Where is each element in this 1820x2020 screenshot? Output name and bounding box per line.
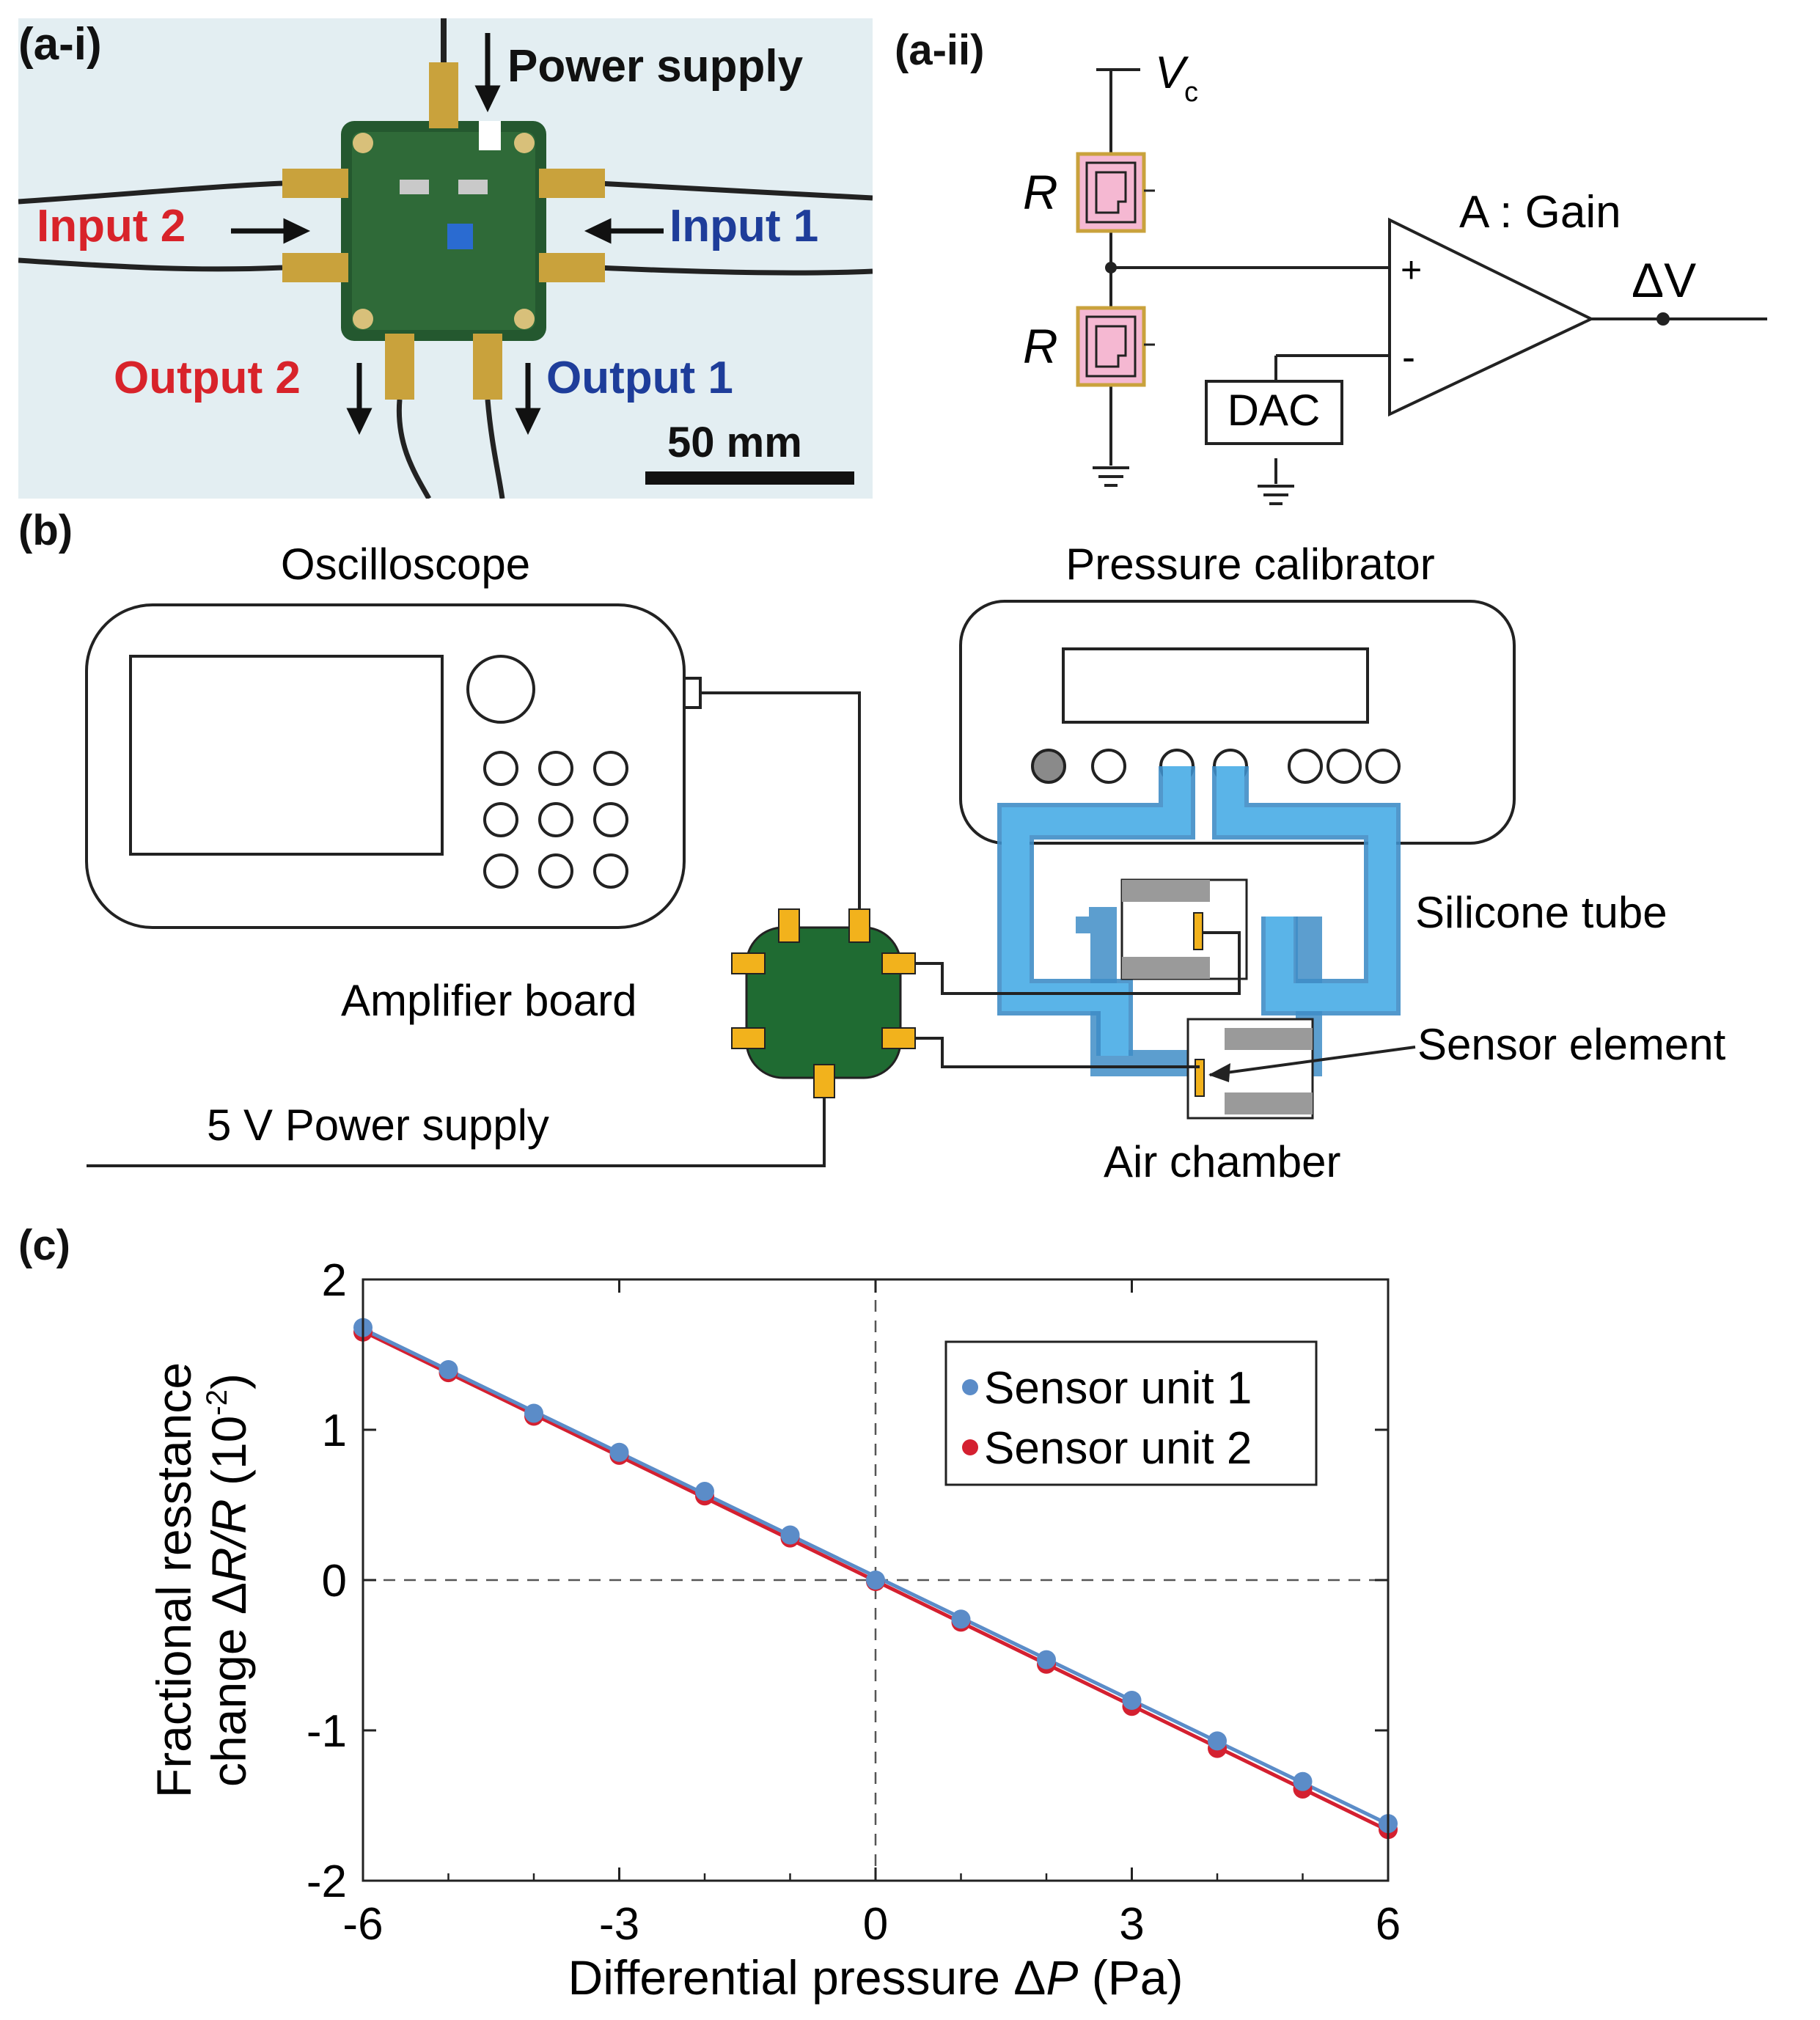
zero-lines [363,1279,1388,1881]
point-series-1 [695,1482,714,1502]
y-tick-label: 2 [322,1255,347,1306]
amplifier-board-drawing [731,908,916,1098]
legend-marker-1 [962,1379,978,1395]
air-chamber-label: Air chamber [1104,1137,1340,1186]
gain-label: A : Gain [1459,187,1621,238]
axis-ticks [362,1278,1390,1882]
point-series-1 [609,1442,629,1462]
resistor-bottom [1076,306,1155,387]
power-supply-label: 5 V Power supply [207,1101,549,1150]
point-series-1 [780,1525,800,1545]
y-tick-label: 1 [322,1406,347,1456]
legend-label-2: Sensor unit 2 [984,1423,1252,1474]
panel-label-a-ii: (a-ii) [895,26,985,74]
point-series-1 [866,1571,885,1590]
y-axis-label-line1: Fractional resstance [147,1362,201,1798]
tick-labels: -6 -3 0 3 6 2 1 0 -1 -2 [307,1255,1401,1950]
vc-label: V [1155,48,1189,98]
point-series-1 [1293,1771,1313,1791]
measurement-setup-diagram: Oscilloscope Pressure calibrator Silicon… [85,540,1726,1186]
point-series-1 [439,1360,458,1379]
minus-sign: - [1402,335,1415,379]
label-input-2: Input 2 [37,201,186,251]
x-tick-label: 0 [863,1899,888,1950]
dac-label: DAC [1228,386,1321,435]
data-points [353,1318,1398,1840]
pressure-calibrator-label: Pressure calibrator [1065,540,1435,589]
vc-subscript: c [1184,77,1198,108]
scale-bar-label: 50 mm [667,419,802,466]
oscilloscope-drawing [85,603,702,929]
x-axis-label: Differential pressure ΔP (Pa) [568,1950,1184,2005]
board-photo-drawing [18,18,873,499]
y-axis-label-line2: change ΔR/R (10-2) [201,1373,256,1787]
oscilloscope-label: Oscilloscope [281,540,530,589]
amplifier-board-label: Amplifier board [341,976,637,1025]
x-tick-label: -3 [599,1899,639,1950]
panel-label-b: (b) [18,507,73,554]
amplifier-board-photo: (a-i) Power supply Input 2 Input 1 Outpu… [18,18,873,499]
resistor-top [1076,152,1155,233]
dac-box [1205,380,1343,445]
x-tick-label: 3 [1119,1899,1144,1950]
y-tick-label: -1 [307,1706,347,1757]
bridge-amplifier-circuit: DAC V c R R A : Gain + - ΔV [1023,48,1767,505]
point-series-1 [524,1403,543,1423]
y-tick-label: -2 [307,1856,347,1907]
silicone-tube-label: Silicone tube [1415,888,1667,937]
label-output-1: Output 1 [546,353,733,403]
point-series-1 [1037,1650,1056,1670]
label-output-2: Output 2 [114,353,301,403]
resistor-label-bottom: R [1023,319,1058,373]
legend-box [944,1340,1318,1486]
sensor-element-label: Sensor element [1417,1020,1726,1069]
point-series-1 [951,1609,971,1629]
point-series-1 [1208,1731,1227,1751]
label-input-1: Input 1 [669,201,819,251]
plus-sign: + [1401,249,1422,290]
panel-label-c: (c) [18,1222,70,1269]
pressure-calibrator-drawing [959,600,1516,845]
resistor-label-top: R [1023,165,1058,219]
scale-bar [645,471,854,485]
x-tick-label: -6 [342,1899,383,1950]
point-series-1 [1122,1691,1142,1710]
label-power-supply: Power supply [507,41,804,92]
y-tick-label: 0 [322,1556,347,1606]
legend-marker-2 [962,1439,978,1455]
output-label: ΔV [1632,253,1696,307]
air-chamber-top [1120,878,1248,980]
legend-label-1: Sensor unit 1 [984,1363,1252,1414]
legend: Sensor unit 1 Sensor unit 2 [944,1340,1318,1486]
panel-label-a-i: (a-i) [18,19,102,70]
x-tick-label: 6 [1376,1899,1401,1950]
